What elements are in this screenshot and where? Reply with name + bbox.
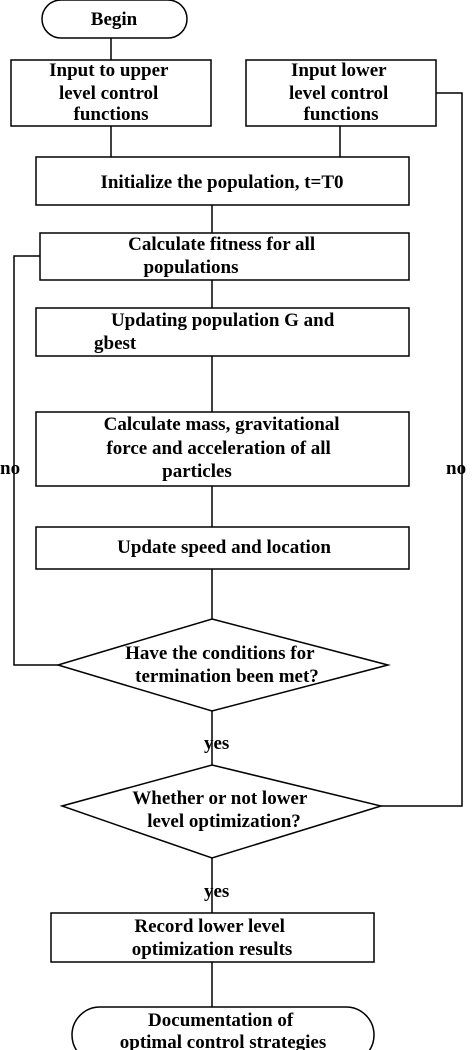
- begin-terminator: Begin: [41, 0, 188, 39]
- input-upper-shape: [10, 59, 212, 127]
- mass-label: Calculate mass, gravitational force and …: [104, 414, 345, 482]
- begin-shape: [41, 0, 188, 39]
- record-line-1: Record lower level: [134, 916, 285, 937]
- update-population-shape: [35, 307, 410, 357]
- speed-shape: [35, 526, 410, 570]
- speed-box: Update speed and location: [35, 526, 410, 570]
- lower-optimization-decision: Whether or not lower level optimization?: [59, 764, 384, 859]
- termination-label: Have the conditions for termination been…: [125, 643, 319, 687]
- fitness-box: Calculate fitness for all populations: [39, 232, 410, 281]
- record-line-2: optimization results: [132, 939, 293, 960]
- connector-no-loop-left: [13, 255, 58, 666]
- mass-line-3: particles: [162, 461, 232, 482]
- lower-optimization-line-2: level optimization?: [147, 811, 301, 832]
- input-upper-box: Input to upper level control functions: [10, 59, 212, 127]
- record-shape: [50, 912, 375, 963]
- termination-line-1: Have the conditions for: [125, 643, 315, 664]
- documentation-label: Documentation of optimal control strateg…: [120, 1010, 327, 1050]
- edge-label-no-right: no: [446, 458, 466, 479]
- initialize-shape: [35, 156, 410, 206]
- update-population-line-2: gbest: [94, 333, 137, 354]
- update-population-line-1: Updating population G and: [111, 310, 335, 331]
- input-lower-line-3: functions: [304, 104, 379, 125]
- speed-label: Update speed and location: [117, 537, 331, 558]
- initialize-box: Initialize the population, t=T0: [35, 156, 410, 206]
- update-population-box: Updating population G and gbest: [35, 307, 410, 357]
- mass-shape: [35, 411, 410, 487]
- mass-box: Calculate mass, gravitational force and …: [35, 411, 410, 487]
- speed-line-1: Update speed and location: [117, 537, 331, 558]
- edge-label-yes-lower: yes: [204, 881, 229, 902]
- edge-label-no-left: no: [0, 458, 20, 479]
- termination-diamond: [55, 618, 391, 712]
- record-label: Record lower level optimization results: [132, 916, 293, 960]
- mass-line-1: Calculate mass, gravitational: [104, 414, 340, 435]
- initialize-label: Initialize the population, t=T0: [100, 172, 343, 193]
- edge-label-yes-termination: yes: [204, 733, 229, 754]
- begin-label-line: Begin: [91, 9, 138, 30]
- begin-label: Begin: [91, 9, 138, 30]
- termination-line-2: termination been met?: [135, 666, 319, 687]
- termination-decision: Have the conditions for termination been…: [55, 618, 391, 712]
- lower-optimization-line-1: Whether or not lower: [132, 788, 308, 809]
- connectors: [13, 38, 463, 1007]
- fitness-label: Calculate fitness for all populations: [128, 234, 320, 278]
- documentation-line-1: Documentation of: [148, 1010, 294, 1031]
- input-lower-line-2: level control: [289, 83, 388, 104]
- initialize-line-1: Initialize the population, t=T0: [100, 172, 343, 193]
- fitness-shape: [39, 232, 410, 281]
- input-upper-label: Input to upper level control functions: [49, 60, 173, 125]
- input-upper-line-2: level control: [59, 83, 158, 104]
- mass-line-2: force and acceleration of all: [106, 438, 330, 459]
- input-upper-line-3: functions: [74, 104, 149, 125]
- input-lower-box: Input lower level control functions: [245, 59, 437, 127]
- lower-optimization-label: Whether or not lower level optimization?: [132, 788, 311, 832]
- record-box: Record lower level optimization results: [50, 912, 375, 963]
- fitness-line-2: populations: [143, 257, 238, 278]
- input-upper-line-1: Input to upper: [49, 60, 169, 81]
- documentation-terminator: Documentation of optimal control strateg…: [71, 1006, 375, 1050]
- input-lower-label: Input lower level control functions: [289, 60, 393, 125]
- lower-optimization-diamond: [59, 764, 384, 859]
- documentation-line-2: optimal control strategies: [120, 1032, 327, 1050]
- input-lower-line-1: Input lower: [291, 60, 387, 81]
- input-lower-shape: [245, 59, 437, 127]
- connector-no-loop-right: [381, 92, 463, 807]
- update-population-label: Updating population G and gbest: [94, 310, 339, 354]
- fitness-line-1: Calculate fitness for all: [128, 234, 315, 255]
- documentation-shape: [71, 1006, 375, 1050]
